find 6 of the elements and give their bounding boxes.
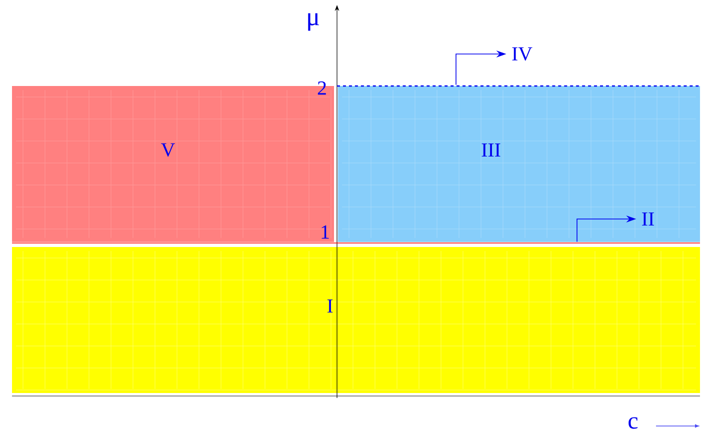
region-label: IV bbox=[512, 47, 532, 61]
axis-label: c bbox=[628, 417, 638, 429]
boundary-line bbox=[12, 242, 700, 244]
region: I bbox=[12, 247, 700, 393]
tick-label: 1 bbox=[322, 225, 329, 239]
axis-label: μ bbox=[308, 13, 319, 31]
